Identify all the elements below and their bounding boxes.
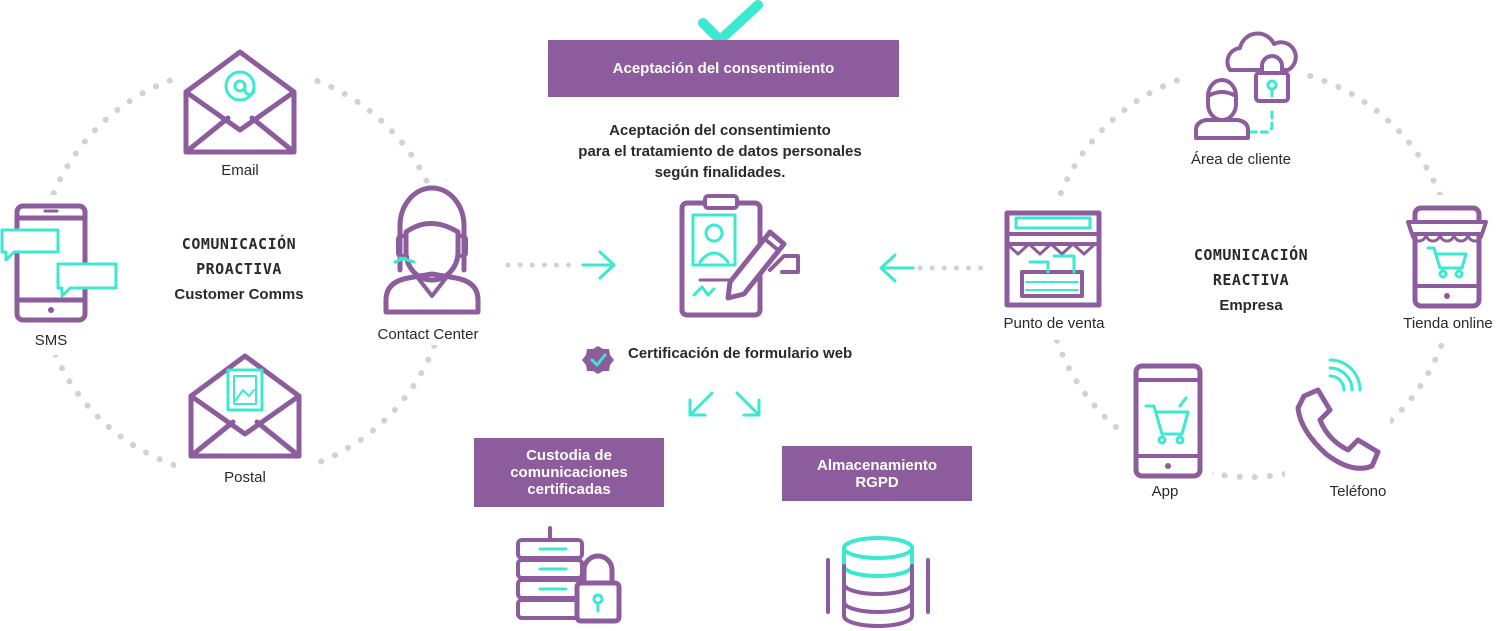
proactive-heading-line2: PROACTIVA — [196, 260, 282, 278]
contact-center-label: Contact Center — [377, 326, 479, 343]
server-lock-icon — [516, 526, 622, 624]
connector-left — [505, 250, 616, 280]
sms-label: SMS — [34, 332, 68, 349]
arrow-left-icon — [879, 253, 915, 283]
phone-icon — [1295, 358, 1381, 471]
arrow-right-icon — [581, 250, 616, 280]
certification-badge-shape — [582, 346, 614, 374]
consent-description-line: según finalidades. — [654, 164, 786, 181]
connector-right — [879, 253, 993, 283]
proactive-heading-sub: Customer Comms — [174, 286, 304, 303]
email-label: Email — [221, 162, 259, 179]
reactive-heading-sub: Empresa — [1219, 297, 1283, 314]
app-label: App — [1151, 483, 1179, 500]
consent-description: Aceptación del consentimiento para el tr… — [578, 120, 861, 183]
phone-label: Teléfono — [1329, 483, 1387, 500]
reactive-heading: COMUNICACIÓN REACTIVA Empresa — [1194, 243, 1308, 318]
consent-description-line: para el tratamiento de datos personales — [578, 143, 862, 160]
arrow-down-right-icon — [735, 391, 761, 417]
custody-box-label: Custodia de comunicaciones certificadas — [510, 447, 628, 498]
point-of-sale-label: Punto de venta — [1003, 315, 1105, 332]
web-form-certification: Certificación de formulario web — [586, 345, 852, 362]
arrow-down-left-icon — [688, 391, 714, 417]
reactive-heading-line2: REACTIVA — [1212, 271, 1290, 289]
database-icon — [826, 536, 930, 628]
consent-acceptance-box: Aceptación del consentimiento — [548, 40, 899, 97]
gdpr-storage-box-label: Almacenamiento RGPD — [816, 456, 938, 491]
point-of-sale-icon — [1004, 210, 1102, 308]
web-form-certification-label: Certificación de formulario web — [628, 345, 853, 362]
sms-icon — [0, 203, 118, 323]
postal-icon — [188, 353, 302, 459]
custody-box: Custodia de comunicaciones certificadas — [474, 438, 664, 507]
email-icon — [183, 49, 297, 155]
client-area-label: Área de cliente — [1190, 151, 1292, 168]
proactive-heading-line1: COMUNICACIÓN — [181, 235, 297, 253]
consent-description-line: Aceptación del consentimiento — [609, 122, 831, 139]
online-store-icon — [1406, 205, 1488, 309]
reactive-heading-line1: COMUNICACIÓN — [1193, 246, 1309, 264]
contact-center-icon — [383, 185, 481, 315]
form-signing-icon — [679, 194, 800, 318]
gdpr-storage-box: Almacenamiento RGPD — [782, 446, 972, 501]
proactive-heading: COMUNICACIÓN PROACTIVA Customer Comms — [174, 232, 303, 307]
online-store-label: Tienda online — [1403, 315, 1493, 332]
postal-label: Postal — [224, 469, 266, 486]
client-area-icon — [1194, 31, 1298, 140]
app-icon — [1133, 363, 1203, 479]
check-icon — [698, 0, 763, 45]
